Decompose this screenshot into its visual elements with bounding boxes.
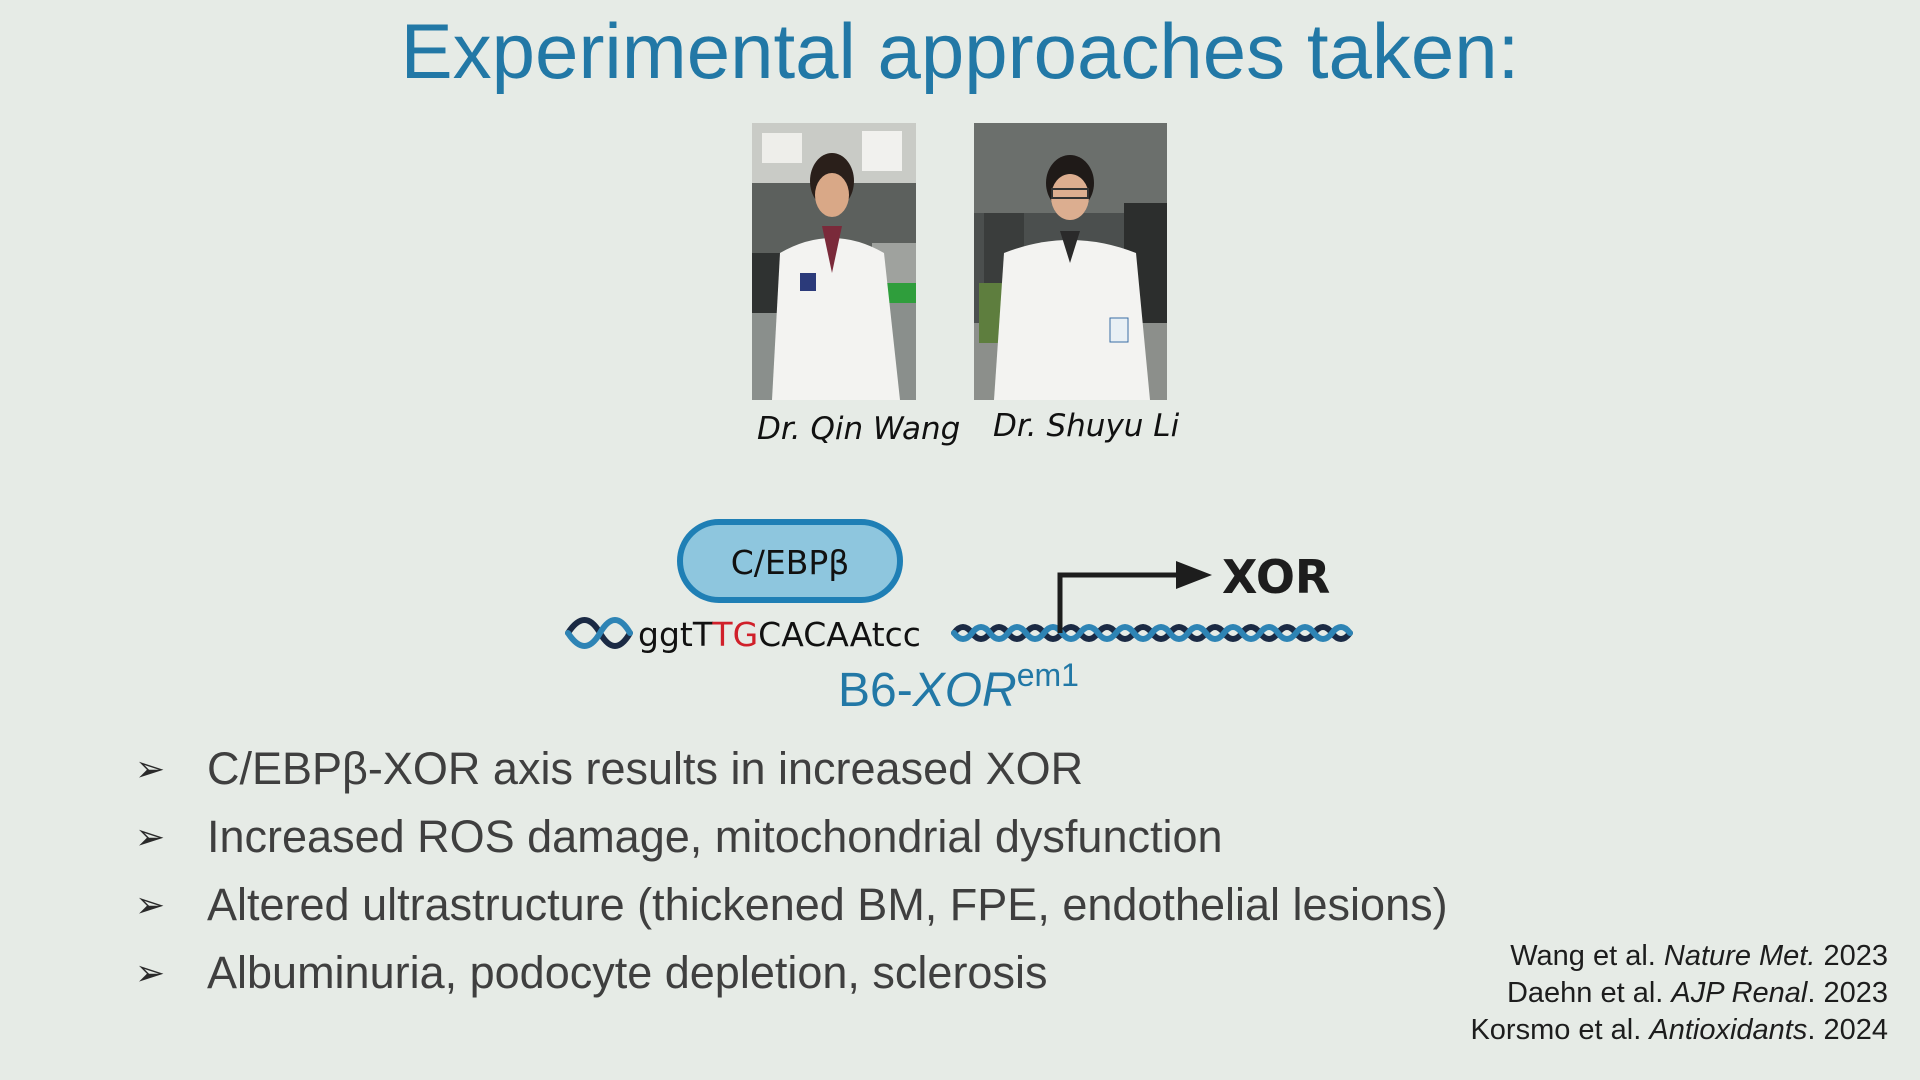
- list-item: ➢C/EBPβ-XOR axis results in increased XO…: [135, 743, 1084, 794]
- transcription-arrow-icon: [1057, 572, 1180, 633]
- list-item: ➢Increased ROS damage, mitochondrial dys…: [135, 811, 1223, 862]
- references: Wang et al. Nature Met. 2023 Daehn et al…: [1470, 938, 1888, 1049]
- dna-left-icon: [565, 617, 633, 649]
- bullet-arrow-icon: ➢: [135, 816, 166, 858]
- dna-helix-icon: [951, 624, 1353, 642]
- bullet-arrow-icon: ➢: [135, 748, 166, 790]
- allele-label: B6-XORem1: [838, 657, 1079, 715]
- cebpb-factor-pill: [677, 519, 903, 603]
- slide-title: Experimental approaches taken:: [400, 7, 1520, 95]
- caption-qin-wang: Dr. Qin Wang: [757, 411, 961, 447]
- reference-item: Daehn et al. AJP Renal. 2023: [1506, 977, 1888, 1009]
- photo-qin-wang: [752, 123, 916, 400]
- list-item: ➢Altered ultrastructure (thickened BM, F…: [135, 879, 1448, 930]
- gene-label: XOR: [1222, 550, 1330, 604]
- bullet-arrow-icon: ➢: [135, 952, 166, 994]
- caption-shuyu-li: Dr. Shuyu Li: [993, 408, 1180, 444]
- bullet-arrow-icon: ➢: [135, 884, 166, 926]
- findings-list: ➢C/EBPβ-XOR axis results in increased XO…: [135, 735, 1448, 1007]
- arrow-head-icon: [1176, 561, 1212, 589]
- cebpb-factor-label: C/EBPβ: [731, 543, 850, 582]
- photo-shuyu-li: [974, 123, 1167, 400]
- promoter-diagram: C/EBPβ ggtTTGCACAAtcc XOR B6-XORem1: [565, 519, 1353, 715]
- list-item: ➢Albuminuria, podocyte depletion, sclero…: [135, 947, 1048, 998]
- reference-item: Wang et al. Nature Met. 2023: [1510, 940, 1888, 972]
- dna-sequence: ggtTTGCACAAtcc: [638, 615, 921, 654]
- reference-item: Korsmo et al. Antioxidants. 2024: [1470, 1014, 1888, 1046]
